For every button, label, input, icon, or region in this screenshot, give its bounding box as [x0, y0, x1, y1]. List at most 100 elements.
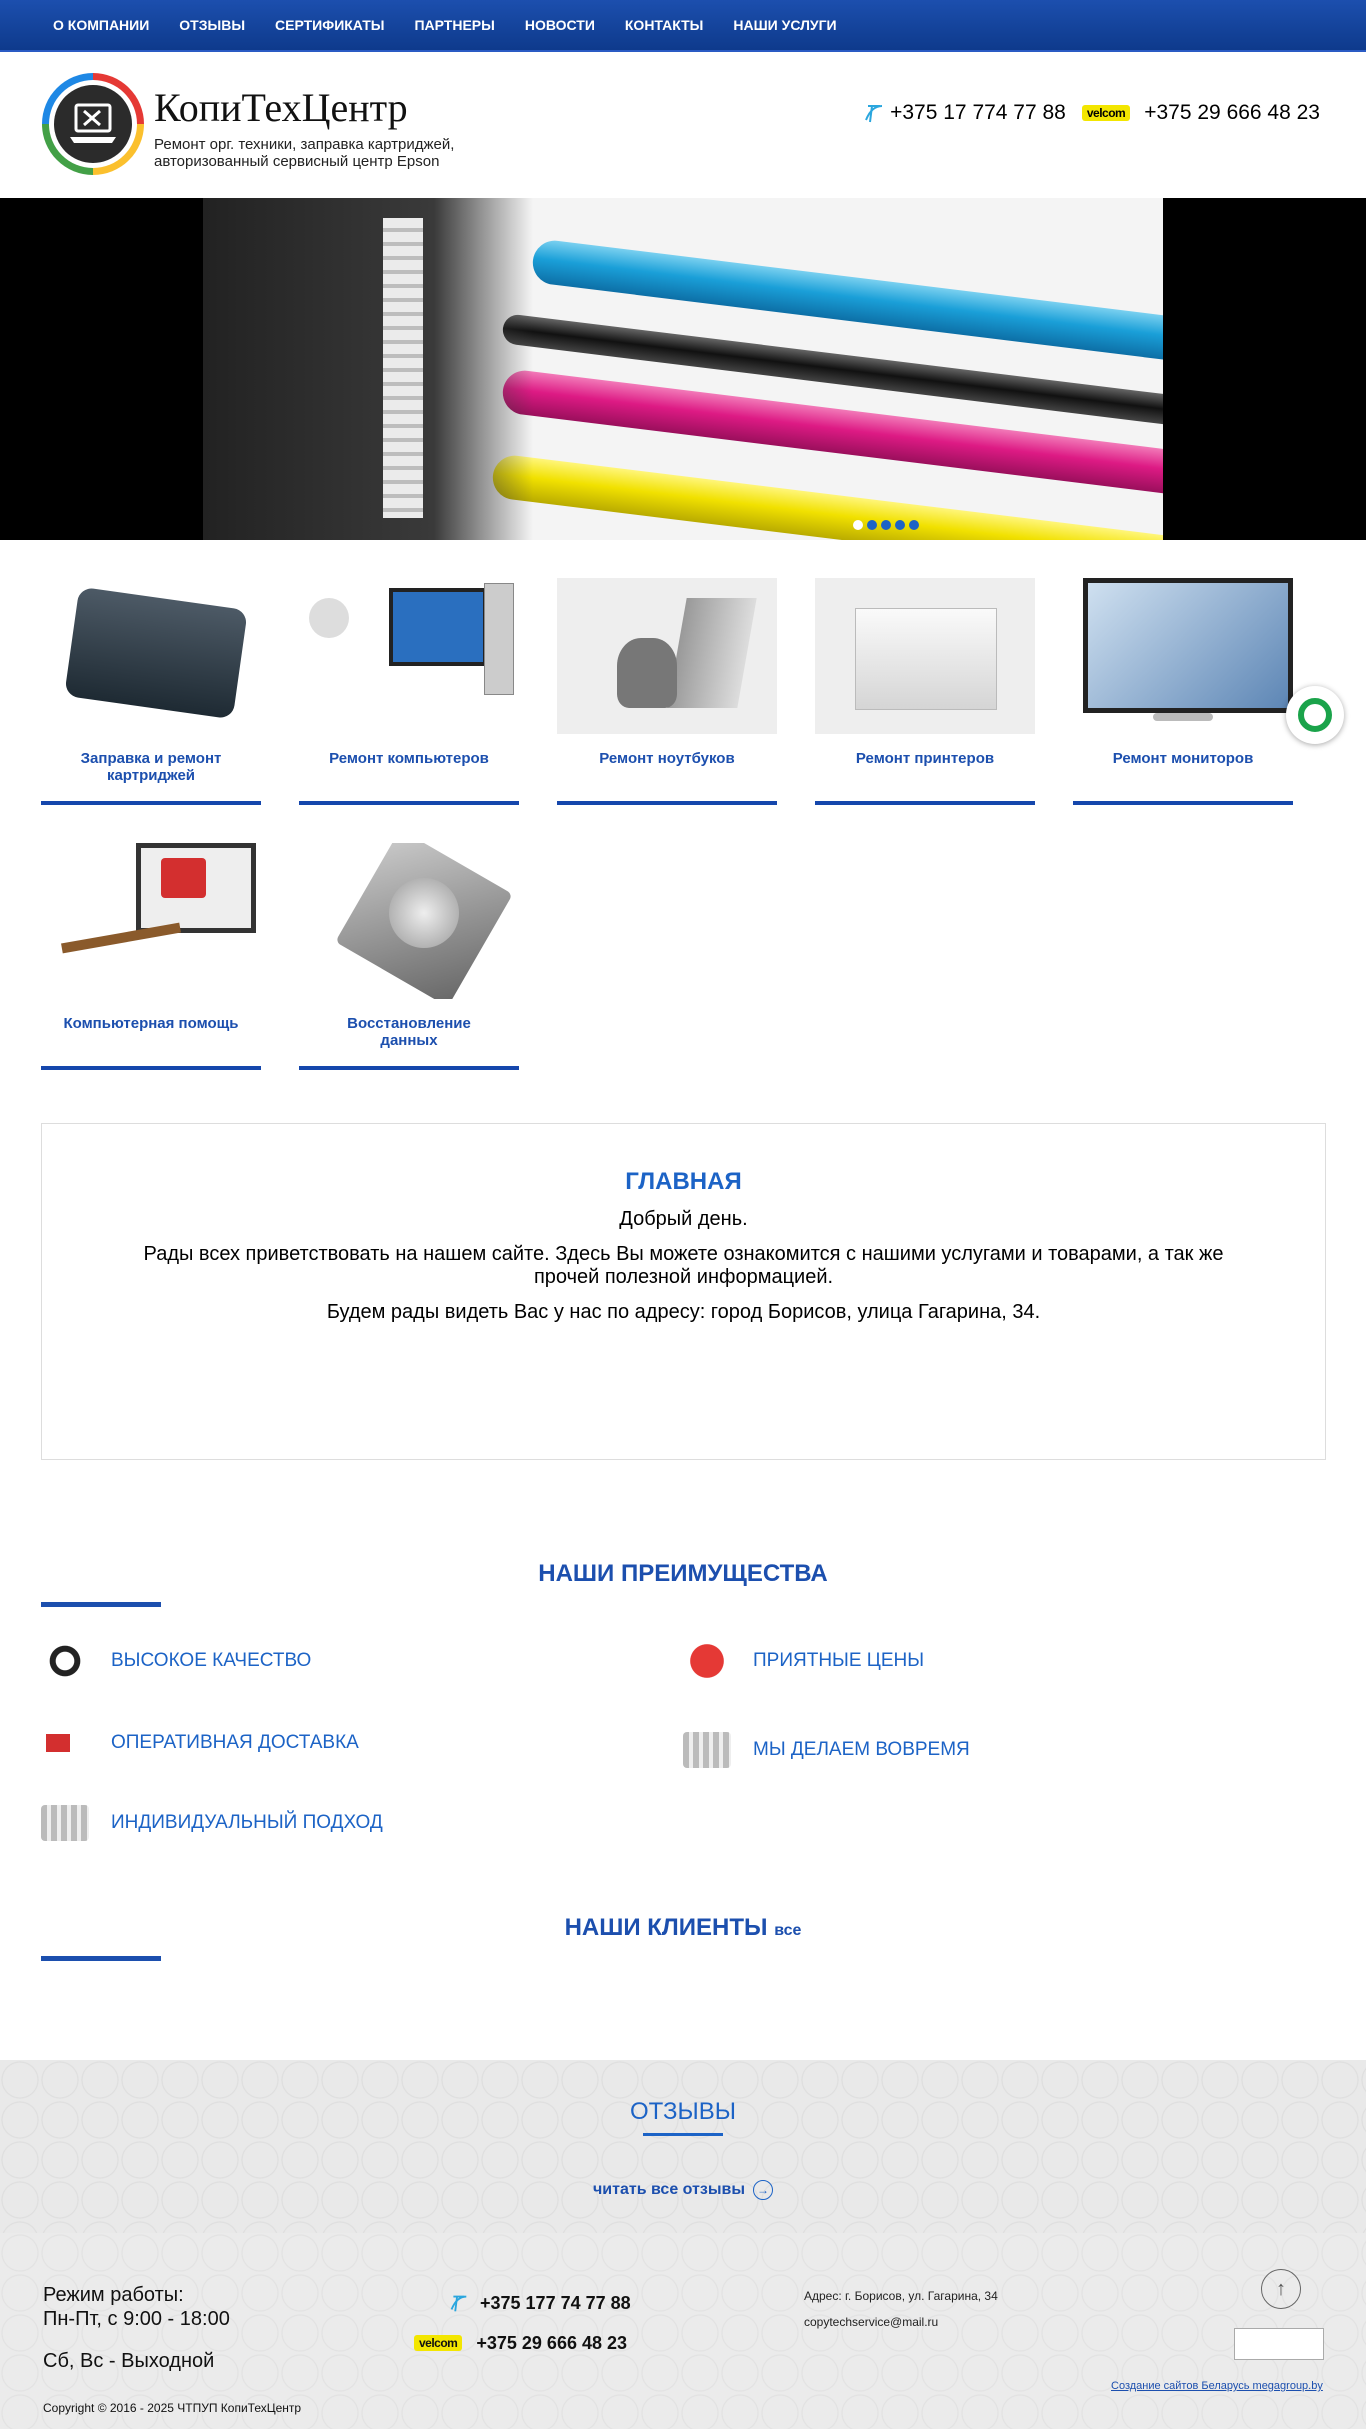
hours-weekdays: Пн-Пт, с 9:00 - 18:00: [43, 2308, 230, 2330]
scroll-to-top-button[interactable]: ↑: [1261, 2269, 1301, 2309]
reviews-section: ОТЗЫВЫ читать все отзывы →: [0, 2060, 1366, 2233]
service-underline: [1073, 801, 1293, 805]
copyright: Copyright © 2016 - 2025 ЧТПУП КопиТехЦен…: [43, 2401, 302, 2415]
counter-badge-image: [1234, 2328, 1324, 2360]
mts-phone-icon: [865, 105, 883, 123]
service-label: Заправка и ремонт картриджей: [80, 750, 222, 784]
service-underline: [299, 1066, 519, 1070]
footer: Режим работы: Пн-Пт, с 9:00 - 18:00 Сб, …: [0, 2233, 1366, 2429]
nav-item-services[interactable]: НАШИ УСЛУГИ: [733, 17, 837, 33]
advantages-underline: [41, 1602, 161, 1607]
banner-image: [203, 198, 1163, 540]
arrow-right-icon: →: [752, 2180, 773, 2200]
gears: [383, 218, 423, 518]
service-underline: [557, 801, 777, 805]
service-card-cartridges[interactable]: Заправка и ремонт картриджей: [41, 578, 261, 805]
nav-item-news[interactable]: НОВОСТИ: [524, 17, 595, 33]
service-card-monitors[interactable]: Ремонт мониторов: [1073, 578, 1293, 805]
clients-title-text: НАШИ КЛИЕНТЫ: [564, 1914, 768, 1941]
hours-title: Режим работы:: [43, 2284, 184, 2306]
page-title: ГЛАВНАЯ: [625, 1168, 742, 1195]
slider-dot-1[interactable]: [853, 520, 863, 530]
service-label: Ремонт принтеров: [855, 750, 995, 767]
chat-widget-button[interactable]: [1286, 686, 1344, 744]
working-hours: Режим работы: Пн-Пт, с 9:00 - 18:00 Сб, …: [43, 2283, 230, 2373]
advantage-label: ОПЕРАТИВНАЯ ДОСТАВКА: [111, 1732, 359, 1753]
footer-phones: +375 177 74 77 88 velcom +375 29 666 48 …: [414, 2283, 631, 2363]
placeholder-image-icon: [683, 1732, 731, 1768]
greeting: Добрый день.: [619, 1208, 748, 1230]
reviews-title: ОТЗЫВЫ: [629, 2098, 737, 2125]
address-text: Будем рады видеть Вас у нас по адресу: г…: [326, 1301, 1041, 1323]
price-badge-icon: [683, 1643, 731, 1679]
service-image-computer: [299, 578, 519, 734]
nav-item-company[interactable]: О КОМПАНИИ: [53, 17, 150, 33]
nav-item-certificates[interactable]: СЕРТИФИКАТЫ: [275, 17, 385, 33]
slider-dots: [853, 520, 919, 530]
nav-item-partners[interactable]: ПАРТНЕРЫ: [414, 17, 495, 33]
header-phone-2[interactable]: +375 29 666 48 23: [1144, 101, 1320, 124]
top-navigation: О КОМПАНИИ ОТЗЫВЫ СЕРТИФИКАТЫ ПАРТНЕРЫ Н…: [0, 0, 1366, 52]
developer-credit-link[interactable]: Создание сайтов Беларусь megagroup.by: [1111, 2380, 1323, 2392]
service-label: Ремонт компьютеров: [329, 750, 489, 767]
advantage-on-time[interactable]: МЫ ДЕЛАЕМ ВОВРЕМЯ: [683, 1732, 970, 1768]
delivery-truck-icon: [41, 1734, 89, 1752]
chat-icon: [1298, 698, 1332, 732]
service-card-printers[interactable]: Ремонт принтеров: [815, 578, 1035, 805]
service-image-cartridge: [41, 578, 261, 734]
advantage-prices[interactable]: ПРИЯТНЫЕ ЦЕНЫ: [683, 1643, 924, 1679]
service-label: Компьютерная помощь: [63, 1015, 239, 1032]
nav-item-reviews[interactable]: ОТЗЫВЫ: [179, 17, 246, 33]
read-all-reviews-link[interactable]: читать все отзывы →: [593, 2180, 773, 2200]
advantage-quality[interactable]: ВЫСОКОЕ КАЧЕСТВО: [41, 1643, 311, 1679]
slider-dot-4[interactable]: [895, 520, 905, 530]
service-image-hard-drive: [299, 843, 519, 999]
service-image-monitor: [1073, 578, 1293, 734]
tagline: Ремонт орг. техники, заправка картриджей…: [154, 136, 455, 170]
quality-seal-icon: [41, 1643, 89, 1679]
service-card-computers[interactable]: Ремонт компьютеров: [299, 578, 519, 805]
service-image-laptop-cat: [557, 578, 777, 734]
reviews-underline: [643, 2133, 723, 2136]
velcom-logo: velcom: [414, 2335, 463, 2351]
laptop-tools-icon: [70, 103, 116, 143]
footer-phone-1[interactable]: +375 177 74 77 88: [480, 2292, 631, 2313]
footer-email[interactable]: copytechservice@mail.ru: [804, 2315, 939, 2329]
service-underline: [41, 1066, 261, 1070]
advantage-label: ИНДИВИДУАЛЬНЫЙ ПОДХОД: [111, 1812, 383, 1833]
service-card-data-recovery[interactable]: Восстановление данных: [299, 843, 519, 1070]
clients-all-link[interactable]: все: [774, 1922, 802, 1939]
footer-address: Адрес: г. Борисов, ул. Гагарина, 34: [804, 2289, 998, 2303]
service-image-printer: [815, 578, 1035, 734]
service-label: Восстановление данных: [347, 1015, 471, 1049]
service-image-laptop-firstaid: [41, 843, 261, 999]
advantage-individual[interactable]: ИНДИВИДУАЛЬНЫЙ ПОДХОД: [41, 1805, 383, 1841]
advantage-label: ПРИЯТНЫЕ ЦЕНЫ: [753, 1650, 925, 1671]
advantage-delivery[interactable]: ОПЕРАТИВНАЯ ДОСТАВКА: [41, 1732, 359, 1754]
service-card-computer-help[interactable]: Компьютерная помощь: [41, 843, 261, 1070]
footer-phone-2[interactable]: +375 29 666 48 23: [476, 2332, 628, 2353]
service-card-laptops[interactable]: Ремонт ноутбуков: [557, 578, 777, 805]
placeholder-image-icon: [41, 1805, 89, 1841]
advantages-title: НАШИ ПРЕИМУЩЕСТВА: [538, 1560, 828, 1587]
read-all-reviews-label: читать все отзывы: [593, 2181, 745, 2198]
intro-text: Рады всех приветствовать на нашем сайте.…: [143, 1243, 1224, 1288]
hours-weekend: Сб, Вс - Выходной: [43, 2350, 215, 2372]
nav-item-contacts[interactable]: КОНТАКТЫ: [624, 17, 704, 33]
footer-contacts: Адрес: г. Борисов, ул. Гагарина, 34 copy…: [804, 2283, 998, 2335]
logo[interactable]: [42, 73, 144, 175]
header-phones: +375 17 774 77 88 velcom +375 29 666 48 …: [860, 100, 1320, 126]
header-phone-1[interactable]: +375 17 774 77 88: [890, 101, 1066, 124]
service-underline: [299, 801, 519, 805]
service-underline: [41, 801, 261, 805]
slider-dot-3[interactable]: [881, 520, 891, 530]
brand-name[interactable]: КопиТехЦентр: [154, 85, 408, 130]
service-label: Ремонт мониторов: [1112, 750, 1254, 767]
banner-slider: [0, 198, 1366, 540]
slider-dot-5[interactable]: [909, 520, 919, 530]
clients-title: НАШИ КЛИЕНТЫ все: [0, 1914, 1366, 1942]
service-underline: [815, 801, 1035, 805]
slider-dot-2[interactable]: [867, 520, 877, 530]
clients-underline: [41, 1956, 161, 1961]
cartridge-body: [203, 198, 533, 540]
